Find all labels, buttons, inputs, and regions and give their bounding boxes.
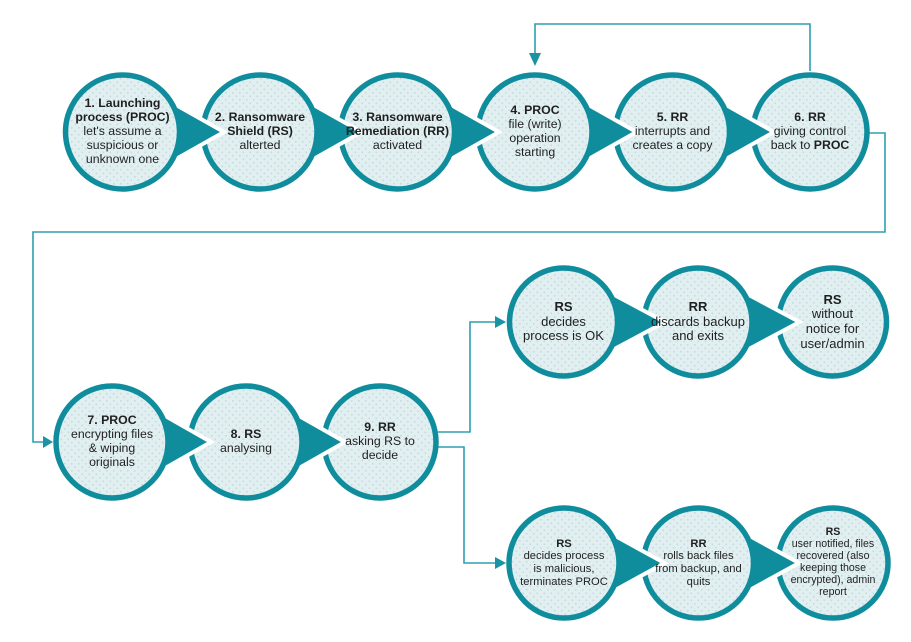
flow-node-circle-top-1 [62,72,183,192]
connector-branch-malicious [438,446,495,564]
arrowhead-right-icon [495,316,506,328]
flow-node-circle-ok-1 [506,265,621,379]
connector-branch-ok [438,321,495,433]
connector-to-second-row [32,132,886,443]
flow-node-circle-second-1 [53,383,171,501]
arrowhead-right-icon [495,557,506,569]
connector-loop-back [534,23,811,71]
arrowhead-down-icon [529,53,541,66]
flow-node-circle-malicious-1 [506,505,622,621]
arrowhead-right-icon [43,436,53,448]
